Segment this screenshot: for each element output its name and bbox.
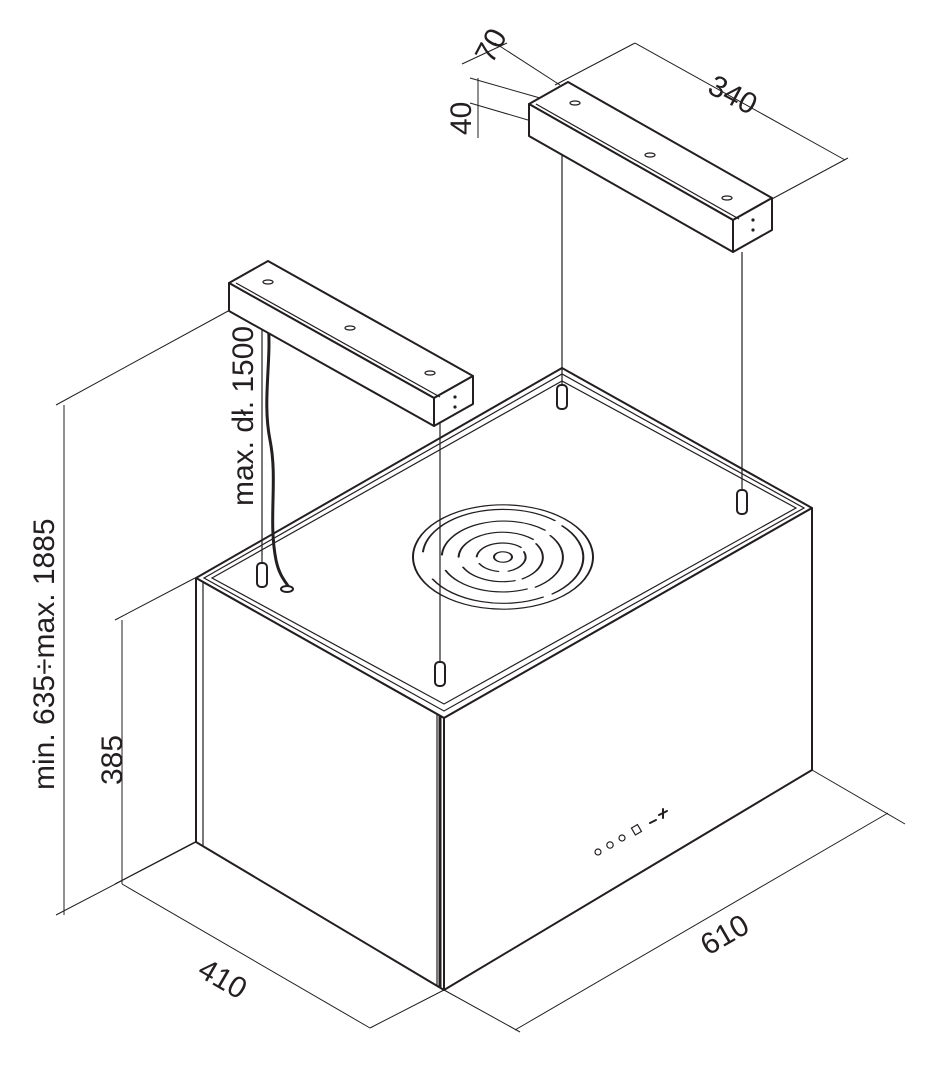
ceiling-bracket-right (528, 81, 773, 253)
fan-grille (412, 504, 594, 610)
light-icon (606, 841, 614, 849)
dimension-lines (55, 42, 906, 1033)
minus-icon (649, 819, 657, 824)
dim-total-height-label: min. 635÷max. 1885 (28, 518, 61, 790)
suspension-cables (261, 140, 743, 665)
dim-depth-label: 410 (193, 952, 253, 1006)
ceiling-bracket-left (228, 260, 474, 427)
control-panel (594, 808, 668, 856)
power-icon (594, 848, 602, 856)
dim-width-label: 610 (695, 908, 755, 962)
plus-icon (658, 808, 668, 819)
dim-top-height-label: 40 (445, 102, 478, 135)
timer-icon (630, 823, 643, 836)
dim-body-height-label: 385 (96, 735, 129, 785)
dim-cable-length-label: max. dł. 1500 (227, 326, 260, 506)
dim-top-width-label: 340 (703, 69, 763, 122)
dim-top-depth-label: 70 (469, 23, 514, 68)
hood-body (195, 367, 813, 991)
cable-clamps (256, 384, 748, 687)
fan-icon (618, 834, 626, 842)
